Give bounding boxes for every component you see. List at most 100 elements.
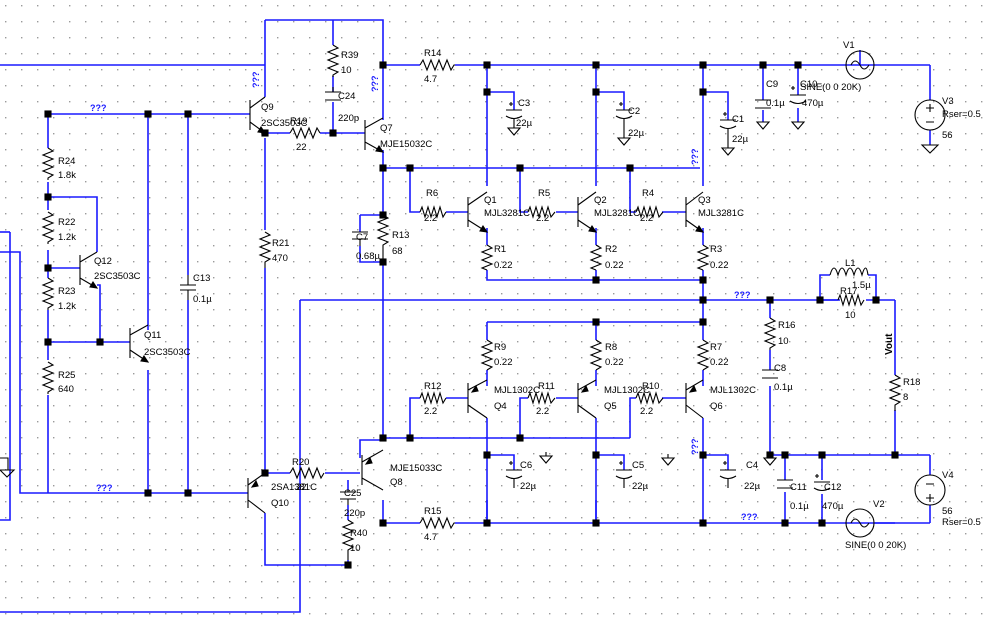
resistor-R8-value: 0.22 (605, 357, 624, 368)
inductor-L1[interactable]: L1 1.5µ (829, 258, 871, 291)
transistor-Q8[interactable]: MJE15033C Q8 (361, 449, 442, 491)
net-label-unknown: ??? (251, 72, 261, 89)
resistor-R3-value: 0.22 (710, 260, 729, 271)
capacitor-C1-ref: C1 (732, 114, 744, 125)
capacitor-C8-ref: C8 (774, 363, 786, 374)
transistor-Q2[interactable]: Q2 MJL3281C (577, 191, 640, 233)
capacitor-C10-ref: C10 (800, 79, 817, 90)
capacitor-C5[interactable]: C5 22µ (615, 454, 676, 492)
resistor-R6-ref: R6 (426, 188, 438, 199)
capacitor-C11[interactable]: C11 0.1µ (777, 479, 809, 512)
resistor-R15[interactable]: R15 4.7 (419, 506, 455, 543)
capacitor-C4[interactable]: C4 22µ (719, 457, 778, 492)
resistor-R4-value: 2.2 (640, 213, 653, 224)
resistor-R40-ref: R40 (350, 528, 367, 539)
capacitor-C1[interactable]: C1 22µ (719, 112, 749, 156)
resistor-R16[interactable]: R16 10 (763, 317, 795, 350)
transistor-Q3-model: MJL3281C (698, 208, 744, 219)
capacitor-C13-value: 0.1µ (193, 294, 212, 305)
resistor-R4[interactable]: R4 2.2 (635, 188, 664, 224)
resistor-R15-value: 4.7 (424, 532, 437, 543)
capacitor-C25[interactable]: C25 220p (340, 488, 365, 519)
resistor-R6[interactable]: R6 2.2 (419, 188, 447, 224)
source-V1[interactable]: V1 SINE(0 0 20K) (800, 40, 875, 93)
transistor-Q6[interactable]: MJL1302C Q6 (685, 379, 756, 419)
transistor-Q5[interactable]: MJL1302C Q5 (577, 379, 650, 419)
net-label-unknown: ??? (370, 76, 380, 93)
resistor-R11[interactable]: R11 2.2 (527, 381, 556, 417)
resistor-R9[interactable]: R9 0.22 (480, 339, 513, 371)
resistor-R7-value: 0.22 (710, 357, 729, 368)
transistor-Q12-ref: Q12 (94, 256, 112, 267)
transistor-Q9[interactable]: Q9 2SC3503C (249, 96, 308, 134)
resistor-R21-ref: R21 (272, 238, 289, 249)
resistor-R1[interactable]: R1 0.22 (480, 244, 513, 271)
capacitor-C24-value: 220p (338, 113, 359, 124)
resistor-R10-value: 2.2 (640, 406, 653, 417)
source-V4-rser: Rser=0.5 (942, 517, 981, 528)
source-V4[interactable]: V4 56 Rser=0.5 (914, 470, 981, 528)
capacitor-C12[interactable]: C12 470µ (813, 474, 844, 512)
net-labels: ??? ??? ??? ??? ??? ??? ??? ??? Vout (90, 72, 895, 523)
capacitor-C24[interactable]: C24 220p (325, 87, 359, 124)
transistor-Q7[interactable]: Q7 MJE15032C (364, 117, 432, 153)
resistor-R5[interactable]: R5 2.2 (527, 188, 556, 224)
capacitor-C10[interactable]: C10 470µ (789, 79, 824, 130)
capacitor-C13[interactable]: C13 0.1µ (180, 273, 212, 305)
transistor-Q1[interactable]: Q1 MJL3281C (467, 191, 530, 233)
net-label-unknown: ??? (741, 512, 758, 522)
capacitor-C3-value: 22µ (516, 118, 533, 129)
transistor-Q10[interactable]: 2SA1381C Q10 (247, 472, 317, 514)
transistor-Q4[interactable]: MJL1302C Q4 (467, 379, 540, 419)
capacitor-C9-value: 0.1µ (766, 98, 785, 109)
capacitor-C2[interactable]: C2 22µ (615, 102, 645, 146)
resistor-R21[interactable]: R21 470 (258, 231, 289, 268)
capacitor-C6[interactable]: C6 22µ (505, 452, 554, 492)
capacitor-C7[interactable]: C7 0.68µ (352, 231, 380, 262)
transistor-Q12[interactable]: Q12 2SC3503C (79, 251, 141, 289)
capacitor-C13-ref: C13 (193, 273, 210, 284)
resistor-R13[interactable]: R13 68 (376, 214, 409, 264)
resistor-R12[interactable]: R12 2.2 (419, 381, 447, 417)
resistor-R20[interactable]: R20 22 (289, 457, 325, 493)
resistor-R10[interactable]: R10 2.2 (635, 381, 664, 417)
transistor-Q3[interactable]: Q3 MJL3281C (685, 191, 744, 233)
resistor-R8[interactable]: R8 0.22 (589, 339, 624, 371)
capacitor-C3[interactable]: C3 22µ (505, 98, 533, 136)
resistor-R24[interactable]: R24 1.8k (41, 147, 76, 181)
resistor-R25[interactable]: R25 640 (41, 361, 75, 395)
transistor-Q6-ref: Q6 (710, 401, 723, 412)
resistor-R22[interactable]: R22 1.2k (41, 211, 76, 244)
resistor-R18[interactable]: R18 8 (888, 374, 920, 411)
capacitor-C5-ref: C5 (632, 460, 644, 471)
source-V2[interactable]: V2 SINE(0 0 20K) (845, 499, 906, 551)
resistor-R39[interactable]: R39 10 (326, 44, 358, 77)
resistor-R40[interactable]: R40 10 (341, 519, 367, 560)
transistor-Q11-ref: Q11 (144, 330, 161, 341)
capacitor-C9[interactable]: C9 0.1µ (755, 79, 785, 130)
ground-symbol-left (0, 457, 16, 478)
resistor-R6-value: 2.2 (424, 213, 437, 224)
resistor-R12-value: 2.2 (424, 406, 437, 417)
resistor-R7[interactable]: R7 0.22 (696, 339, 729, 371)
transistor-Q7-model: MJE15032C (380, 139, 432, 150)
resistor-R23-ref: R23 (58, 286, 75, 297)
resistor-R14-ref: R14 (424, 48, 441, 59)
resistor-R23[interactable]: R23 1.2k (41, 277, 76, 312)
resistor-R21-value: 470 (272, 253, 288, 264)
resistor-R2-value: 0.22 (605, 260, 624, 271)
resistor-R3[interactable]: R3 0.22 (696, 244, 729, 271)
resistor-R19[interactable]: R19 22 (289, 116, 321, 153)
resistor-R14[interactable]: R14 4.7 (419, 48, 455, 85)
resistor-R17[interactable]: R17 10 (837, 286, 865, 321)
net-label-unknown: ??? (690, 149, 700, 166)
resistor-R5-ref: R5 (538, 188, 550, 199)
transistor-Q8-ref: Q8 (390, 477, 403, 488)
resistor-R2[interactable]: R2 0.22 (589, 244, 624, 271)
source-V3[interactable]: V3 Rser=0.5 56 (914, 96, 981, 154)
net-label-vout: Vout (884, 333, 895, 355)
net-label-unknown: ??? (690, 439, 700, 456)
capacitor-C8[interactable]: C8 0.1µ (762, 363, 793, 393)
transistor-Q11[interactable]: Q11 2SC3503C (129, 324, 191, 363)
